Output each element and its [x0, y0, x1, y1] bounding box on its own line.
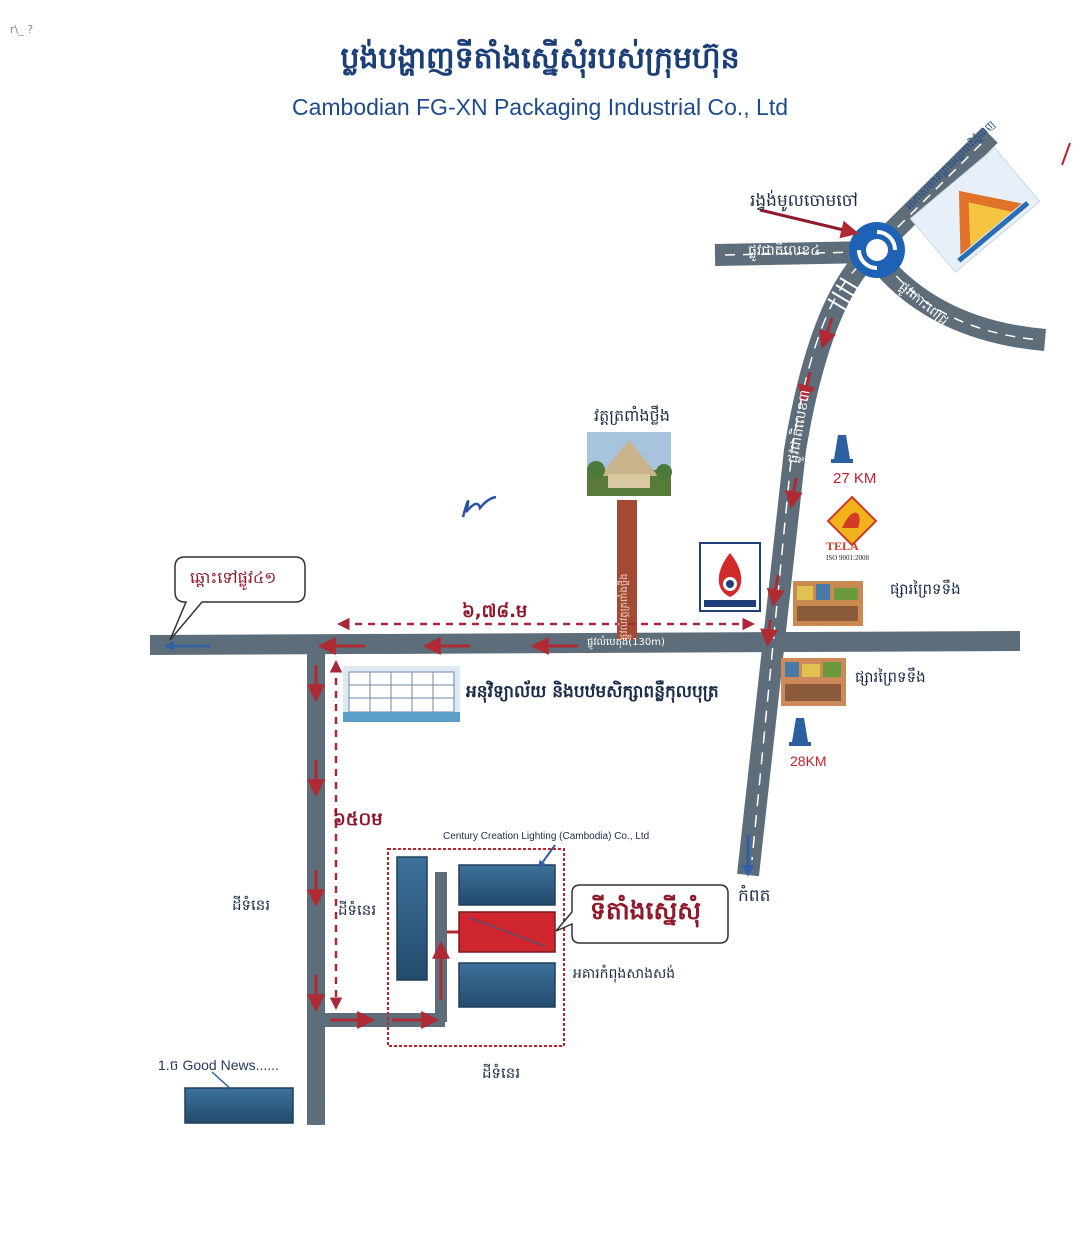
label-distance-main: ៦,៧៨.ម	[462, 601, 528, 622]
label-distance-side: ៦៥០ម	[333, 809, 383, 830]
label-pagoda: វត្តត្រពាំងថ្លឹង	[594, 406, 670, 425]
callout-requested-site	[555, 884, 729, 944]
market-photo-icon	[793, 581, 863, 626]
title-khmer: ប្លង់បង្ហាញទីតាំងស្នើសុំរបស់ក្រុមហ៊ុន	[340, 41, 740, 76]
label-to-road-41: ឆ្ពោះទៅផ្លូវ៤១	[190, 568, 277, 587]
route-side	[307, 665, 486, 1029]
label-kampot: កំពត	[738, 886, 771, 906]
school-photo-icon	[343, 666, 460, 722]
handwritten-mark	[461, 495, 497, 518]
title-english: Cambodian FG-XN Packaging Industrial Co.…	[291, 94, 789, 120]
label-empty-land-2: ដីទំនេរ	[338, 901, 377, 919]
label-28km: 28KM	[790, 753, 827, 769]
factory-building-icon	[458, 864, 556, 906]
label-school: អនុវិទ្យាល័យ និងបឋមសិក្សាពន្លឺកុលបុត្រ	[466, 682, 719, 702]
label-empty-land-3: ដីទំនេរ	[482, 1064, 521, 1082]
tela-iso: ISO 9001:2008	[826, 554, 869, 562]
roundabout-icon	[849, 222, 905, 278]
label-pagoda-road: ផ្លូវលំវត្តត្រពាំងថ្លឹង	[619, 573, 630, 640]
national-road-4	[714, 241, 873, 266]
market-photo-icon	[781, 658, 846, 706]
factory-boundary	[387, 848, 565, 1047]
national-road-3	[737, 243, 880, 877]
label-27km: 27 KM	[833, 470, 877, 487]
fuel-station-icon	[699, 542, 761, 612]
airport-logo-icon	[909, 147, 1041, 273]
traffic-light-icon	[789, 718, 811, 746]
century-pointer	[538, 844, 556, 869]
label-market-2: ផ្សារព្រៃទទឹង	[855, 668, 926, 686]
label-under-construction: អគារកំពុងសាងសង់	[573, 966, 676, 982]
label-requested-site: ទីតាំងស្នើសុំ	[590, 896, 702, 925]
traffic-light-icon	[831, 435, 853, 463]
callout-to-road-41	[169, 556, 306, 641]
tela-logo-icon	[826, 495, 878, 547]
tela-name: TELA	[826, 539, 859, 553]
label-empty-land-1: ដីទំនេរ	[232, 896, 271, 914]
label-century: Century Creation Lighting (Cambodia) Co.…	[443, 831, 650, 842]
label-roundabout: រង្វង់មូលចោមចៅ	[750, 191, 858, 211]
main-road	[149, 631, 1021, 655]
label-national-road-4: ផ្លូវជាតិលេខ៤	[748, 243, 821, 259]
factory-building-icon	[458, 962, 556, 1008]
label-market-1: ផ្សារព្រៃទទឹង	[890, 580, 961, 598]
label-main-road: ផ្លូវលំបេតុង(130m)	[587, 637, 665, 648]
pagoda-photo-icon	[587, 432, 672, 496]
label-good-news: 1.ច Good News......	[158, 1057, 279, 1073]
roundabout-pointer	[759, 208, 860, 239]
factory-building-icon	[396, 856, 428, 981]
corner-note: r\_ ?	[10, 23, 34, 36]
factory-building-icon	[184, 1087, 294, 1124]
route-nr3	[760, 317, 836, 648]
